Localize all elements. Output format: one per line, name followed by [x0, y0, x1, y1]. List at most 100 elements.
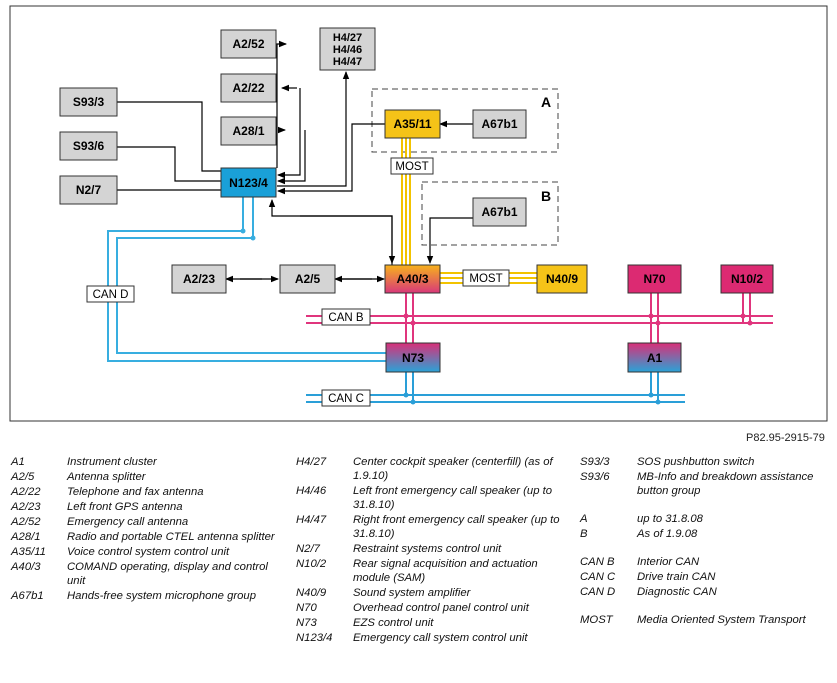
legend-description: Rear signal acquisition and actuation mo…: [353, 558, 538, 584]
can-b-junctions: [403, 313, 753, 326]
legend-description: Telephone and fax antenna: [67, 486, 204, 498]
can-d-bus: [107, 197, 386, 362]
legend-code: S93/6: [580, 471, 610, 483]
legend-code: N123/4: [296, 632, 333, 644]
node-a1: A1: [627, 342, 682, 373]
legend-entry: CAN C Drive train CAN: [580, 570, 835, 584]
legend-description: Diagnostic CAN: [637, 586, 717, 598]
legend-description: Radio and portable CTEL antenna splitter: [67, 531, 275, 543]
can-c-junctions: [403, 392, 661, 405]
legend-description: Left front emergency call speaker (up to…: [353, 485, 553, 511]
can-d-junction: [250, 235, 256, 241]
legend-description: SOS pushbutton switch: [637, 456, 755, 468]
legend-description: COMAND operating, display and control un…: [67, 561, 268, 587]
node-n40-9: N40/9: [536, 264, 588, 294]
legend-code: CAN B: [580, 556, 615, 568]
node-a28-1-label: A28/1: [232, 124, 264, 138]
legend-description: Hands-free system microphone group: [67, 590, 256, 602]
node-h4-46-label: H4/46: [333, 44, 362, 56]
legend-description: Right front emergency call speaker (up t…: [353, 514, 560, 540]
can-d-tag: CAN D: [86, 285, 135, 303]
legend-code: A: [580, 513, 588, 525]
node-s93-3-label: S93/3: [73, 95, 105, 109]
legend-description: Antenna splitter: [67, 471, 146, 483]
node-a1-label: A1: [647, 351, 663, 365]
legend-code: MOST: [580, 614, 613, 626]
node-n10-2: N10/2: [720, 264, 774, 294]
legend-code: CAN D: [580, 586, 616, 598]
most-vertical-tag: MOST: [390, 157, 434, 175]
node-s93-6: S93/6: [59, 131, 118, 161]
node-h4: H4/27 H4/46 H4/47: [319, 27, 376, 71]
legend-code: H4/27: [296, 456, 327, 468]
legend-code: N40/9: [296, 587, 327, 599]
legend-entry: CAN B Interior CAN: [580, 555, 835, 569]
legend-code: A2/5: [11, 471, 35, 483]
node-a40-3-label: A40/3: [396, 272, 428, 286]
can-d-label: CAN D: [93, 289, 129, 301]
most-vertical-label: MOST: [395, 161, 428, 173]
legend-code: A67b1: [11, 590, 44, 602]
node-n123-4: N123/4: [220, 167, 277, 198]
legend-description: Voice control system control unit: [67, 546, 230, 558]
legend-description: As of 1.9.08: [637, 528, 698, 540]
legend-entry: N70 Overhead control panel control unit: [296, 601, 566, 615]
legend-code: N70: [296, 602, 317, 614]
legend-code: H4/47: [296, 514, 327, 526]
legend-entry: A2/5 Antenna splitter: [11, 470, 279, 484]
legend-description: Interior CAN: [637, 556, 700, 568]
node-a2-52: A2/52: [220, 29, 277, 59]
node-a67b1-bottom-label: A67b1: [481, 205, 517, 219]
legend-description: Overhead control panel control unit: [353, 602, 529, 614]
legend-description: Drive train CAN: [637, 571, 716, 583]
node-n123-4-label: N123/4: [229, 176, 268, 190]
node-a2-5-label: A2/5: [295, 272, 321, 286]
node-a35-11: A35/11: [384, 109, 441, 139]
network-diagram: A B: [9, 5, 828, 422]
legend-entry: A67b1 Hands-free system microphone group: [11, 589, 279, 603]
legend-description: Restraint systems control unit: [353, 543, 502, 555]
legend-code: CAN C: [580, 571, 616, 583]
node-a40-3: A40/3: [384, 264, 441, 294]
legend-code: N73: [296, 617, 317, 629]
node-n2-7-label: N2/7: [76, 183, 102, 197]
legend-description: Media Oriented System Transport: [637, 614, 806, 626]
node-h4-47-label: H4/47: [333, 56, 362, 68]
legend-code: A35/11: [11, 546, 46, 558]
node-a2-22: A2/22: [220, 73, 277, 103]
node-s93-6-label: S93/6: [73, 139, 105, 153]
legend-entry: CAN D Diagnostic CAN: [580, 585, 835, 599]
can-b-label: CAN B: [328, 312, 363, 324]
legend-entry: A28/1 Radio and portable CTEL antenna spl…: [11, 530, 279, 544]
can-b-tag: CAN B: [321, 308, 371, 326]
node-n40-9-label: N40/9: [546, 272, 578, 286]
legend-code: B: [580, 528, 588, 540]
group-b-label: B: [541, 188, 551, 204]
most-horizontal-label: MOST: [469, 273, 502, 285]
node-a2-52-label: A2/52: [232, 37, 264, 51]
node-h4-27-label: H4/27: [333, 32, 362, 44]
legend-description: Sound system amplifier: [353, 587, 471, 599]
can-d-junction: [240, 228, 246, 234]
legend-code: S93/3: [580, 456, 610, 468]
legend-description: Emergency call antenna: [67, 516, 189, 528]
legend-description: Left front GPS antenna: [67, 501, 183, 513]
node-n2-7: N2/7: [59, 175, 118, 205]
group-a-label: A: [541, 94, 551, 110]
node-s93-3: S93/3: [59, 87, 118, 117]
node-a2-5: A2/5: [279, 264, 336, 294]
node-a2-23: A2/23: [171, 264, 227, 294]
legend-code: A28/1: [11, 531, 41, 543]
most-horizontal-tag: MOST: [462, 269, 510, 287]
node-a67b1-top: A67b1: [472, 109, 527, 139]
can-c-tag: CAN C: [321, 389, 371, 407]
